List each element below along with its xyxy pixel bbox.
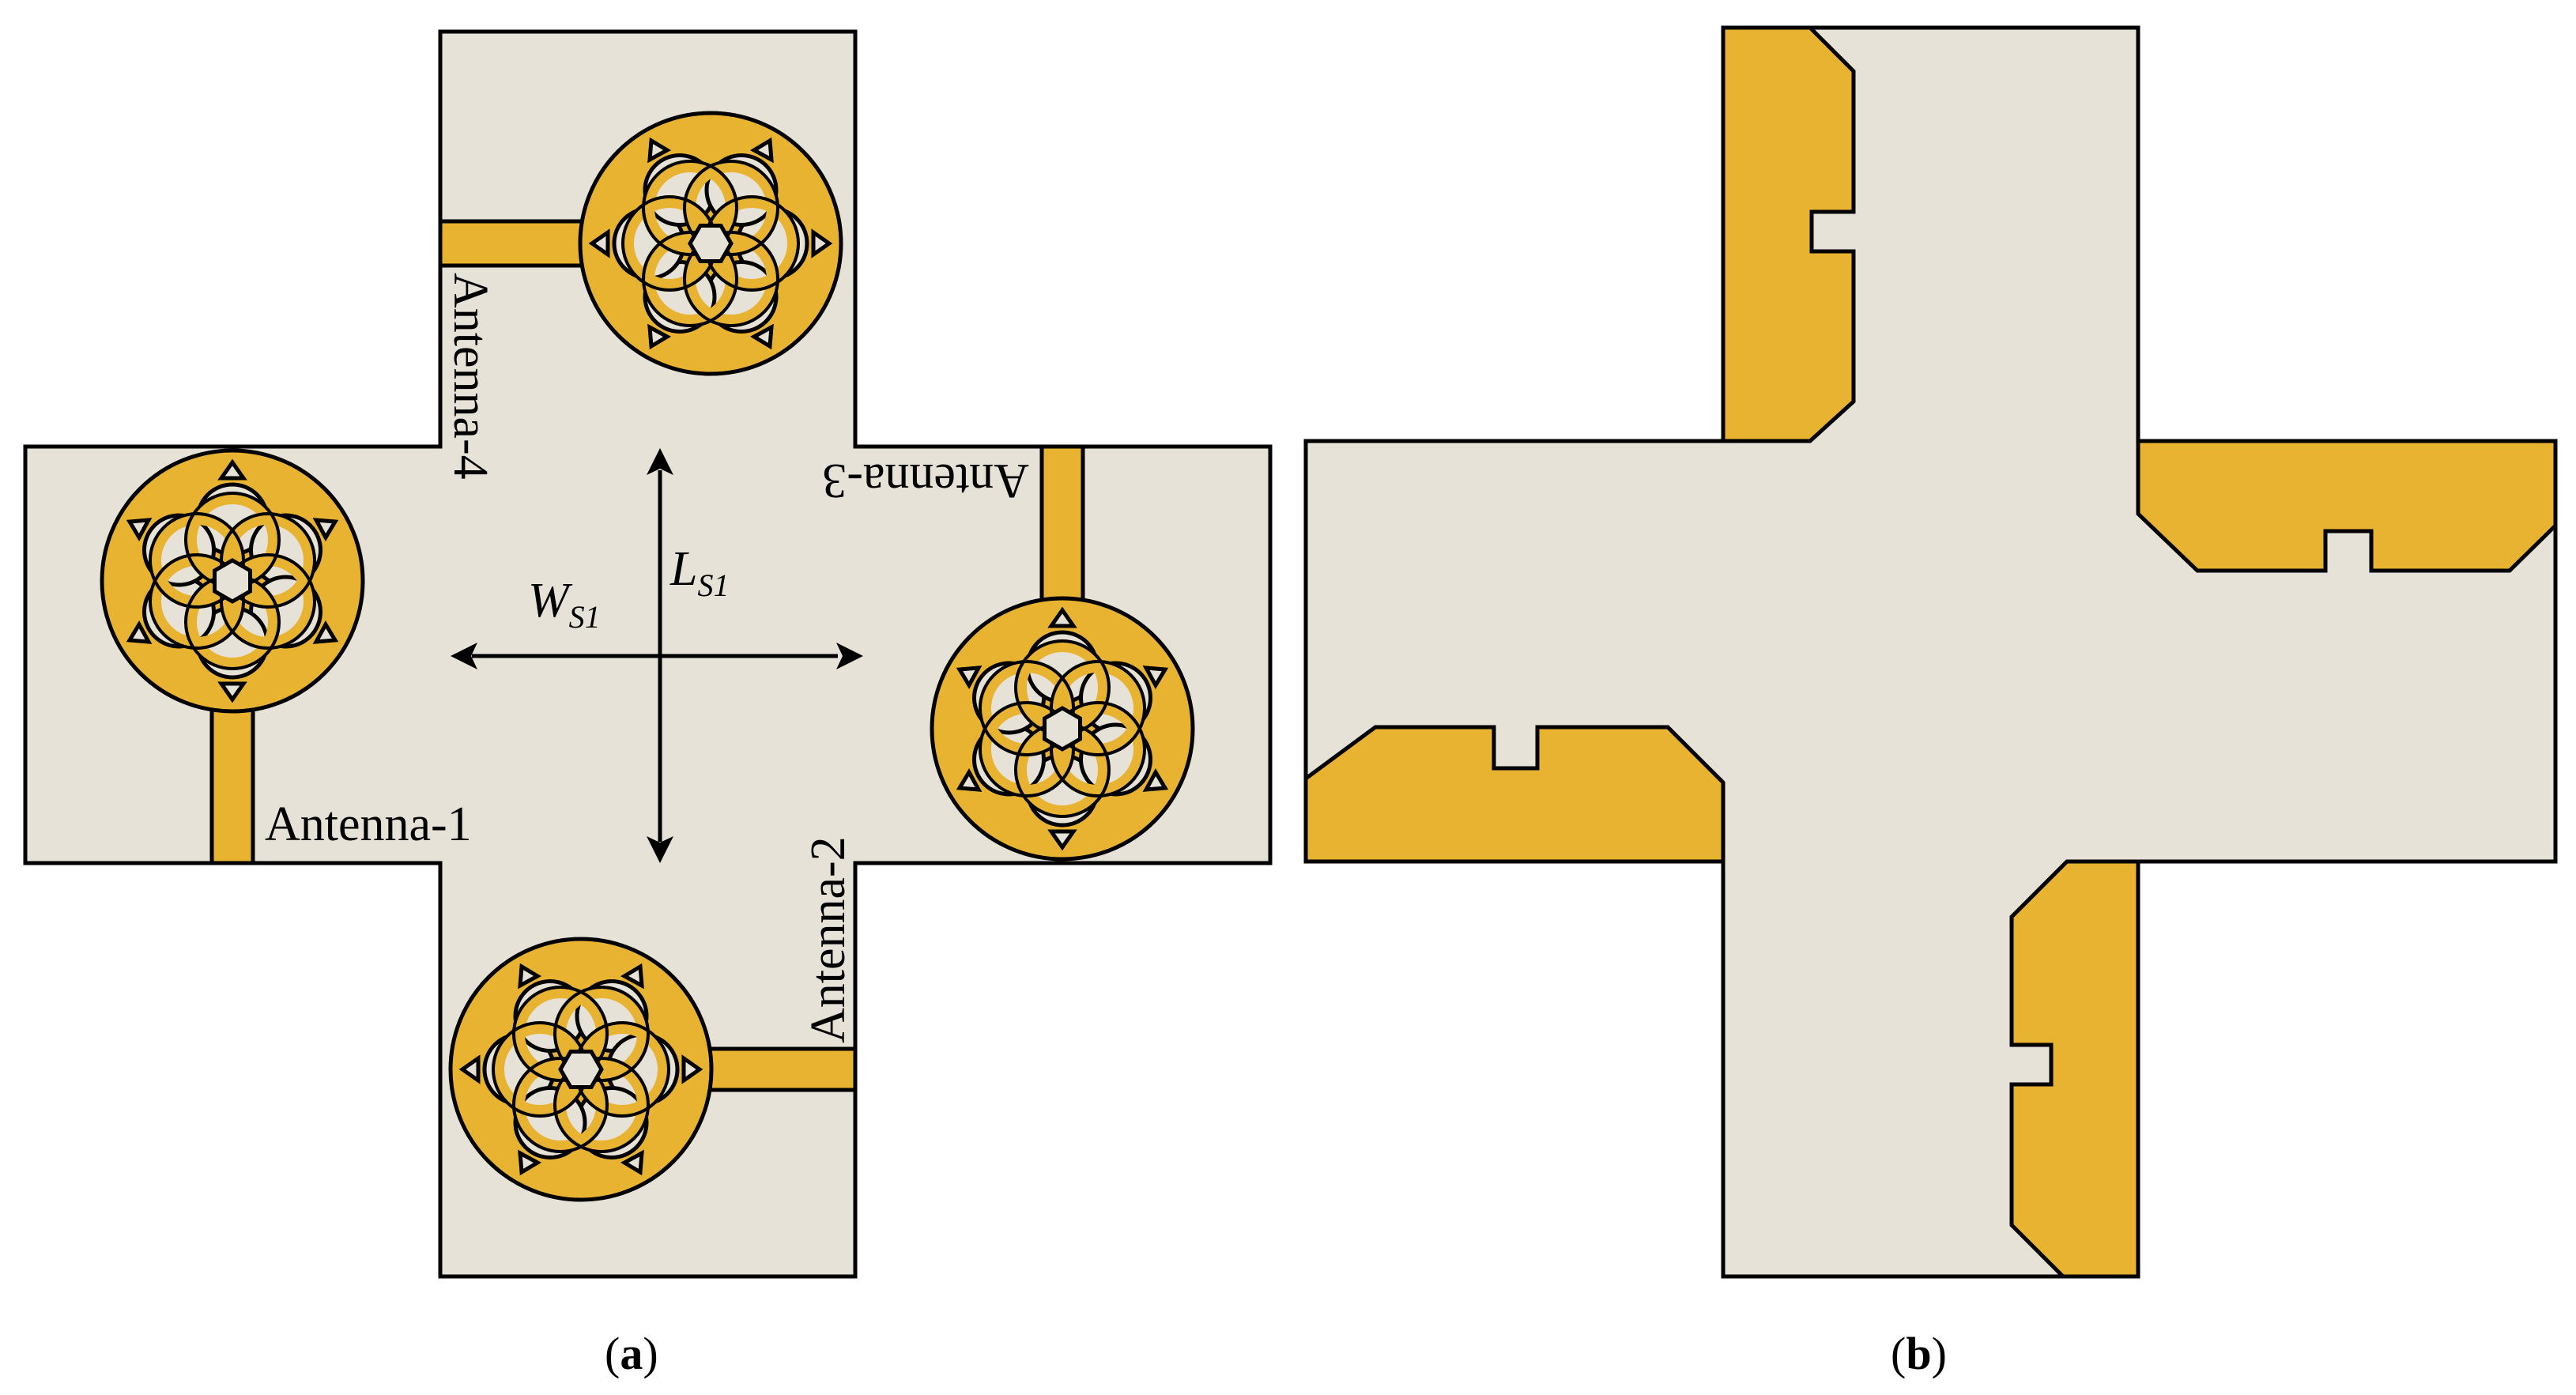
antenna-2-label: Antenna-2	[801, 836, 855, 1043]
panel-a-caption: (a)	[605, 1328, 658, 1379]
panel-b: (b)	[1303, 25, 2558, 1379]
panel-a: Antenna-1 Antenna-2 Antenna-3 Antenna-4 …	[23, 29, 1273, 1379]
panel-b-caption: (b)	[1891, 1328, 1947, 1379]
length-dimension-label: LS1	[669, 542, 729, 603]
ground-bottom	[2009, 859, 2140, 1279]
width-dimension-label: WS1	[528, 574, 601, 635]
dimension-arrows	[451, 448, 863, 863]
ground-right	[2136, 439, 2558, 573]
antenna-3	[932, 444, 1193, 859]
antenna-1	[102, 451, 363, 865]
ground-left	[1303, 725, 1726, 864]
antenna-4-label: Antenna-4	[443, 273, 497, 480]
antenna-2	[451, 939, 858, 1200]
substrate-b	[1303, 25, 2558, 1279]
antenna-4	[438, 113, 841, 374]
antenna-3-label: Antenna-3	[822, 454, 1029, 507]
antenna-1-label: Antenna-1	[265, 797, 472, 851]
ground-top	[1721, 25, 1856, 443]
